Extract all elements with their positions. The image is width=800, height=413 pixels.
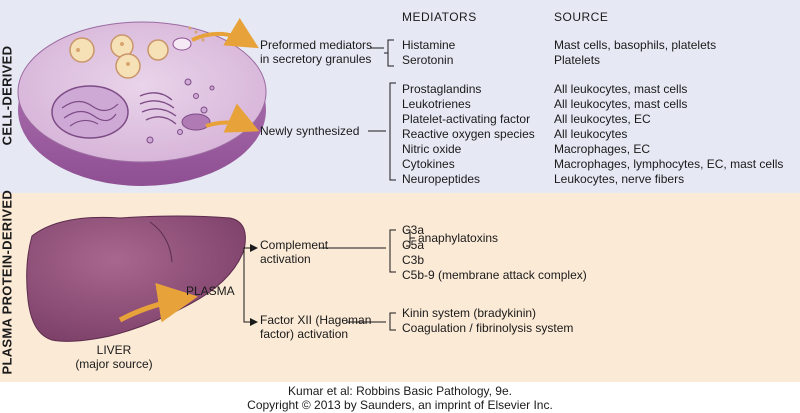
connector-arrowheads (250, 244, 258, 326)
vesicles (146, 78, 215, 144)
liver-illustration (26, 215, 246, 342)
newly-synthesized-arrow (205, 103, 260, 133)
complement-label-line2: activation (260, 252, 311, 266)
newly-sources-list: All leukocytes, mast cells All leukocyte… (554, 82, 783, 187)
complement-c5b9: C5b-9 (membrane attack complex) (402, 268, 587, 282)
liver-source-label: (major source) (75, 357, 153, 371)
mediator-prostaglandins: Prostaglandins (402, 82, 482, 96)
plasma-label: PLASMA (186, 284, 235, 298)
factor-xii-label-line2: factor) activation (260, 327, 349, 341)
mediator-nitric-oxide: Nitric oxide (402, 142, 462, 156)
newly-mediators-list: Prostaglandins Leukotrienes Platelet-act… (402, 82, 535, 187)
liver-label: LIVER (96, 343, 132, 357)
citation-line: Kumar et al: Robbins Basic Pathology, 9e… (288, 384, 512, 398)
complement-items-list: C3a C5a C3b C5b-9 (membrane attack compl… (402, 223, 587, 283)
coagulation-system: Coagulation / fibrinolysis system (402, 321, 574, 335)
source-prostaglandins: All leukocytes, mast cells (554, 82, 688, 96)
source-neuropeptides: Leukocytes, nerve fibers (554, 172, 685, 186)
source-header: SOURCE (554, 10, 609, 24)
copyright-line: Copyright © 2013 by Saunders, an imprint… (247, 398, 553, 412)
preformed-mediators-list: Histamine Serotonin (402, 38, 455, 68)
source-cytokines: Macrophages, lymphocytes, EC, mast cells (554, 157, 784, 171)
source-serotonin: Platelets (554, 53, 601, 67)
kinin-system: Kinin system (bradykinin) (402, 306, 537, 320)
secretory-granules (69, 34, 169, 79)
complement-c5a: C5a (402, 238, 425, 252)
mediator-histamine: Histamine (402, 38, 456, 52)
mediator-neuropeptides: Neuropeptides (402, 172, 481, 186)
nucleus (51, 85, 129, 139)
mediator-ros: Reactive oxygen species (402, 127, 535, 141)
membrane-site (181, 113, 211, 131)
mediator-cytokines: Cytokines (402, 157, 455, 171)
source-histamine: Mast cells, basophils, platelets (554, 38, 717, 52)
source-ros: All leukocytes (554, 127, 628, 141)
secretion-pit (172, 26, 205, 51)
factor-xii-items-list: Kinin system (bradykinin) Coagulation / … (402, 306, 573, 336)
complement-label-line1: Complement (260, 238, 329, 252)
mediator-leukotrienes: Leukotrienes (402, 97, 471, 111)
plasma-protein-derived-label: PLASMA PROTEIN-DERIVED (0, 189, 15, 375)
mediator-serotonin: Serotonin (402, 53, 454, 67)
liver-to-plasma-arrow (118, 282, 198, 323)
complement-c3a: C3a (402, 223, 425, 237)
newly-synthesized-label: Newly synthesized (260, 124, 360, 138)
factor-xii-label-line1: Factor XII (Hageman (260, 313, 372, 327)
complement-c3b: C3b (402, 253, 425, 267)
anaphylatoxins-label: anaphylatoxins (418, 231, 499, 245)
preformed-arrow (191, 17, 259, 49)
preformed-label-line1: Preformed mediators (260, 38, 373, 52)
cell-illustration (17, 21, 267, 186)
connector-lines (243, 39, 415, 331)
preformed-sources-list: Mast cells, basophils, platelets Platele… (554, 38, 716, 68)
mediator-paf: Platelet-activating factor (402, 112, 531, 126)
cell-derived-label: CELL-DERIVED (0, 45, 15, 146)
golgi-apparatus (139, 92, 177, 125)
mediators-header: MEDIATORS (402, 10, 477, 24)
source-nitric-oxide: Macrophages, EC (554, 142, 651, 156)
source-paf: All leukocytes, EC (554, 112, 651, 126)
source-leukotrienes: All leukocytes, mast cells (554, 97, 688, 111)
preformed-label-line2: in secretory granules (260, 52, 372, 66)
